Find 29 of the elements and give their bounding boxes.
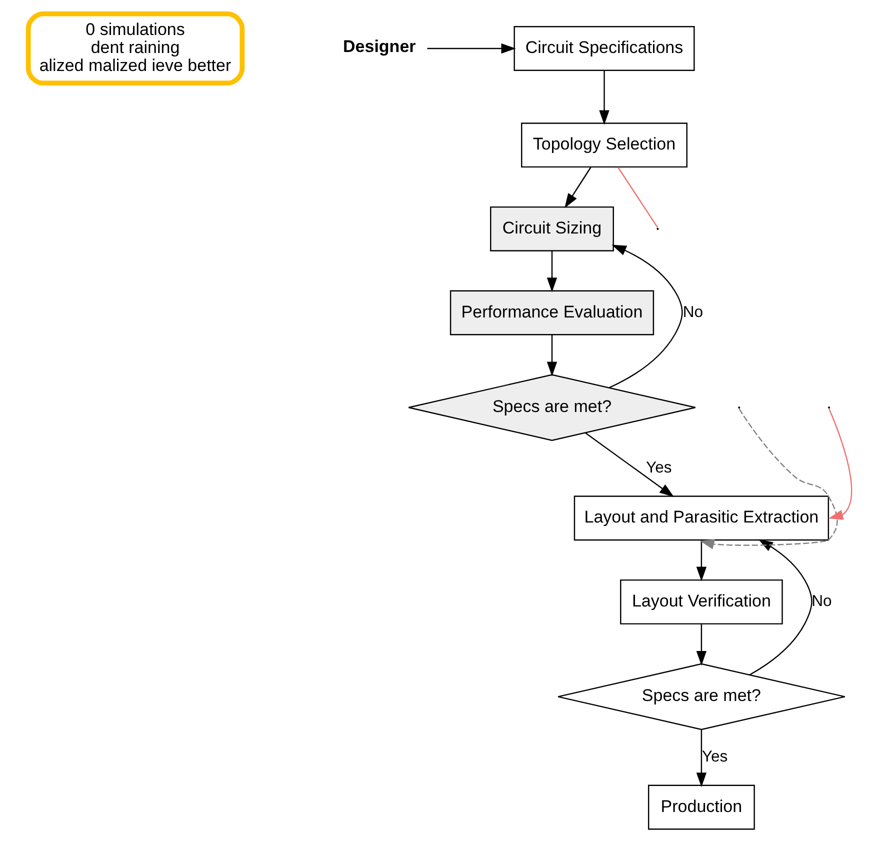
node-box: Topology Selection bbox=[520, 122, 687, 168]
arrow bbox=[828, 408, 852, 520]
arrow bbox=[546, 250, 557, 292]
arrow bbox=[584, 432, 674, 497]
arrow bbox=[426, 42, 516, 54]
node-box: Performance Evaluation bbox=[449, 290, 654, 335]
edge-label: No bbox=[811, 592, 832, 610]
arrow bbox=[749, 538, 812, 675]
arrow bbox=[699, 408, 838, 549]
node-text: Designer bbox=[342, 36, 416, 56]
node-box: Production bbox=[647, 784, 754, 830]
node-box: 0 simulations dent raining alized malized ieve better bbox=[25, 10, 244, 86]
node-box: Layout Verification bbox=[620, 578, 782, 624]
node-box: Circuit Specifications bbox=[513, 26, 694, 70]
arrow bbox=[696, 624, 706, 666]
connector bbox=[617, 166, 658, 228]
arrow bbox=[546, 334, 557, 376]
node-diamond: Specs are met? bbox=[408, 374, 696, 440]
arrow bbox=[608, 244, 682, 388]
node-diamond: Specs are met? bbox=[556, 662, 845, 730]
arrow bbox=[696, 540, 706, 581]
arrow bbox=[696, 729, 706, 787]
arrow bbox=[598, 70, 609, 124]
node-box: Layout and Parasitic Extraction bbox=[573, 495, 829, 540]
edge-label: Yes bbox=[701, 748, 728, 766]
edge-label: Yes bbox=[646, 458, 672, 476]
edge-label: No bbox=[682, 303, 703, 320]
node-box: Circuit Sizing bbox=[490, 206, 614, 251]
arrow bbox=[564, 166, 591, 208]
